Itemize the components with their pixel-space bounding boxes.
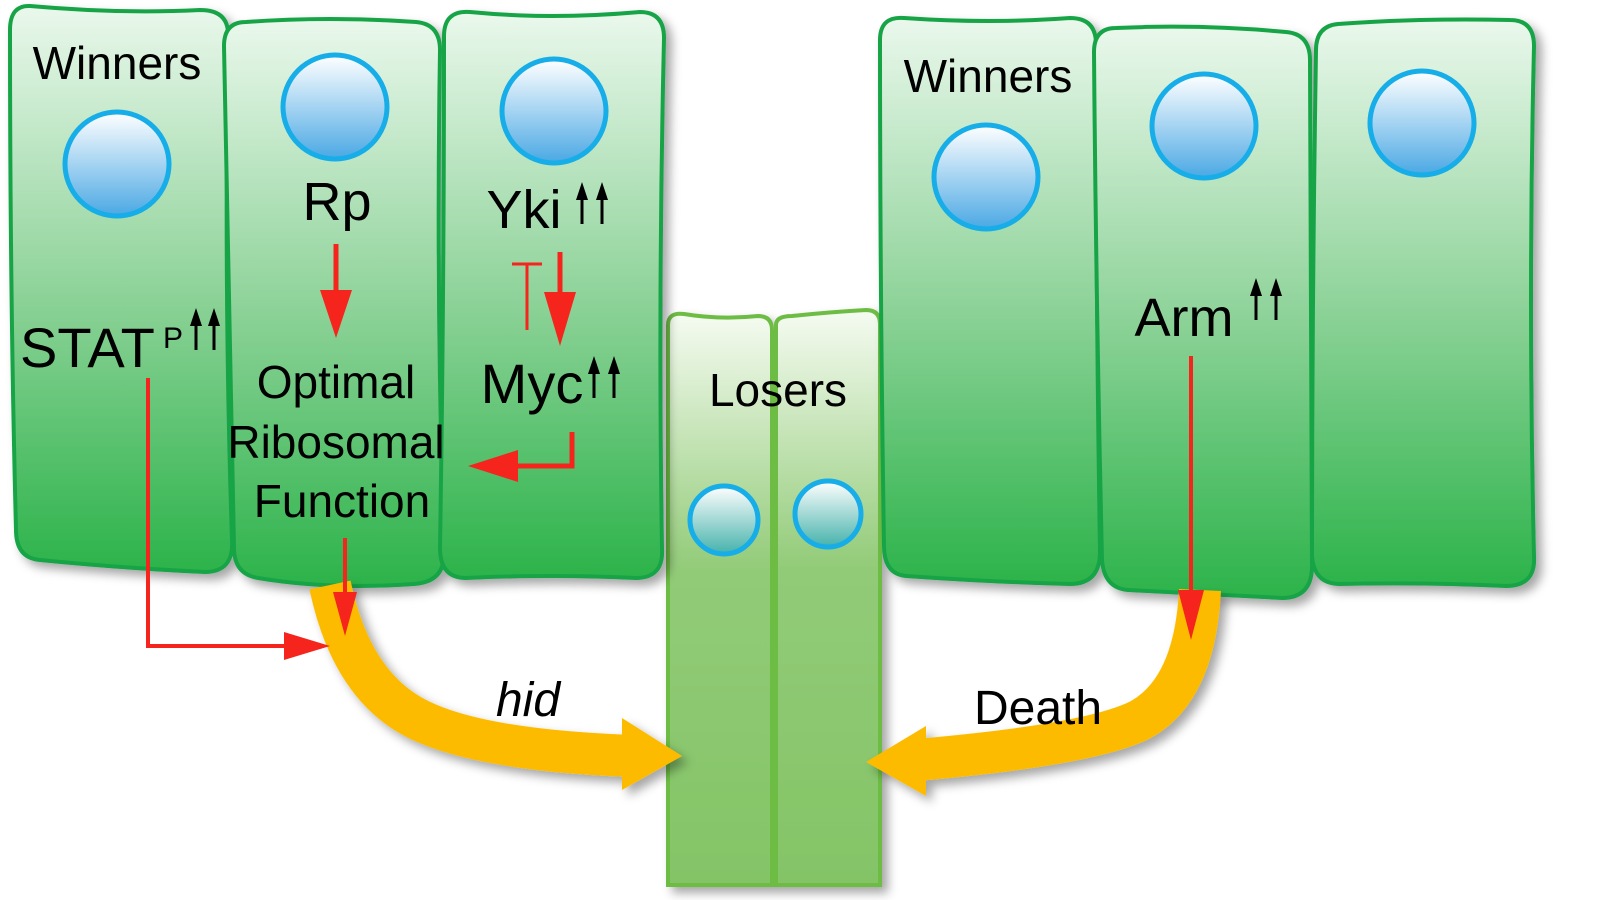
winner-cell-stat [7, 3, 235, 575]
stat-label: STAT [20, 316, 155, 379]
left-winner-cells [7, 3, 667, 588]
nucleus-icon [1367, 68, 1477, 178]
winner-cell-arm [1091, 24, 1315, 601]
loser-cell-1 [666, 311, 774, 887]
double-up-arrow-icon [588, 356, 620, 398]
nucleus-icon [280, 52, 390, 162]
winner-cell-3 [1309, 17, 1537, 589]
double-up-arrow-icon [190, 308, 220, 350]
death-pathway-arrow [866, 588, 1221, 796]
winners-label-left: Winners [33, 37, 202, 89]
arm-label: Arm [1135, 288, 1234, 348]
function-label: Function [254, 475, 430, 527]
nucleus-icon [931, 122, 1041, 232]
optimal-label: Optimal [257, 356, 415, 408]
yki-label: Yki [486, 180, 561, 240]
upregulation-arrows [190, 182, 1282, 398]
nucleus-icon [62, 109, 172, 219]
double-up-arrow-icon [576, 182, 608, 224]
right-winner-cells [877, 15, 1537, 601]
loser-nucleus-2 [792, 478, 864, 550]
hid-label: hid [496, 674, 561, 727]
loser-nucleus-1 [687, 483, 761, 557]
myc-label: Myc [481, 352, 584, 415]
nucleus-icon [499, 56, 609, 166]
losers-label: Losers [709, 364, 847, 416]
ribosomal-label: Ribosomal [227, 416, 444, 468]
double-up-arrow-icon [1250, 278, 1282, 320]
stat-superscript: P [163, 322, 183, 355]
nucleus-icon [1149, 71, 1259, 181]
red-arrows [146, 244, 1204, 660]
winners-label-right: Winners [904, 50, 1073, 102]
winner-cell-1 [877, 15, 1103, 587]
death-label: Death [974, 682, 1102, 735]
rp-label: Rp [302, 172, 371, 232]
hid-pathway-arrow [309, 580, 682, 790]
